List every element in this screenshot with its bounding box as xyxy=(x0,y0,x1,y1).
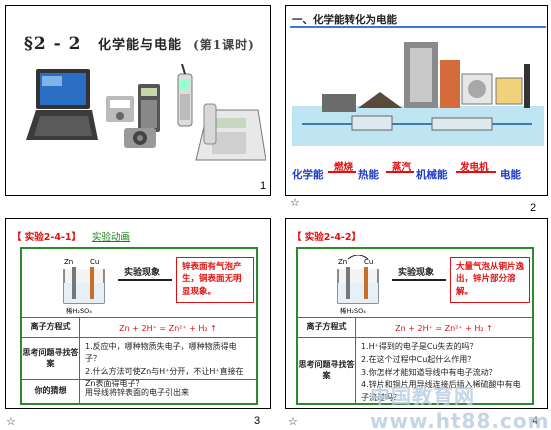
slide-3[interactable]: 【 实验2-4-1】 实验动画 Zn Cu 稀H₂SO₄ 实验现象 锌表面有气泡… xyxy=(5,218,271,428)
star-icon: ☆ xyxy=(288,415,298,428)
table-row: 离子方程式 Zn + 2H⁺ = Zn²⁺ + H₂ ↑ xyxy=(22,317,256,337)
question-item: 1.H⁺得到的电子是Cu失去的吗？ xyxy=(361,342,478,351)
telephone-icon xyxy=(195,103,266,161)
slide-number: 1 xyxy=(260,180,267,192)
ionic-equation: Zn + 2H⁺ = Zn²⁺ + H₂ ↑ xyxy=(119,324,217,333)
flow-node: 化学能 xyxy=(292,169,324,181)
slide-2-heading: 一、化学能转化为电能 xyxy=(292,14,397,26)
observe-label: 实验现象 xyxy=(124,268,161,278)
experiment-title: 【 实验2-4-2】 xyxy=(292,232,362,243)
phenomenon-box: 锌表面有气泡产生，铜表面无明显现象。 xyxy=(176,257,254,303)
phenomenon-box: 大量气泡从铜片逸出，锌片部分溶解。 xyxy=(450,257,530,303)
flow-label: 蒸汽 xyxy=(392,162,412,173)
question-item: 4.锌片和铜片用导线连接后插入稀硫酸中有电子流过吗？ xyxy=(361,380,521,403)
slide-number: 3 xyxy=(254,415,261,427)
radio-icon xyxy=(106,96,134,122)
observe-label: 实验现象 xyxy=(398,268,435,278)
laptop-icon xyxy=(26,69,98,140)
heading-rule xyxy=(290,26,546,28)
table-row: 思考问题寻找答案 1.反应中，哪种物质失电子，哪种物质得电子？ 2.什么方法可使… xyxy=(22,337,256,388)
svg-text:Cu: Cu xyxy=(364,258,373,266)
ionic-equation: Zn + 2H⁺ = Zn²⁺ + H₂ ↑ xyxy=(395,324,493,333)
energy-conversion-flow: 化学能 燃烧 热能 蒸汽 机械能 发电机 电能 xyxy=(290,161,548,183)
hypothesis-text: 用导线将锌表面的电子引出来 xyxy=(85,388,189,397)
flow-node: 机械能 xyxy=(416,169,448,181)
row-label: 思考问题寻找答案 xyxy=(298,338,356,403)
slide-4[interactable]: 【 实验2-4-2】 Zn Cu 稀H₂SO₄ 实验现象 大量气泡从铜片逸出，锌… xyxy=(285,218,548,428)
table-row: 离子方程式 Zn + 2H⁺ = Zn²⁺ + H₂ ↑ xyxy=(298,317,532,337)
power-plant-diagram xyxy=(292,42,544,146)
flow-node: 热能 xyxy=(358,169,379,181)
beaker-apparatus-icon: Zn Cu 稀H₂SO₄ xyxy=(63,258,105,315)
observe-arrow xyxy=(392,279,446,281)
flow-label: 燃烧 xyxy=(334,162,354,173)
question-item: 2.什么方法可使Zn与H⁺分开，不让H⁺直接在Zn表面得电子？ xyxy=(85,366,244,389)
question-item: 1.反应中，哪种物质失电子，哪种物质得电子？ xyxy=(85,342,237,364)
star-icon: ☆ xyxy=(6,415,16,428)
slide-1[interactable]: §2 - 2 化学能与电能 (第1课时) xyxy=(5,5,271,196)
flow-arrow xyxy=(456,171,496,173)
row-label: 思考问题寻找答案 xyxy=(22,338,80,379)
flow-node: 电能 xyxy=(500,169,521,181)
question-item: 2.在这个过程中Cu起什么作用？ xyxy=(361,354,476,364)
svg-text:Zn: Zn xyxy=(64,258,73,266)
flow-arrow xyxy=(386,171,414,173)
question-item: 3.你怎样才能知道导线中有电子流动？ xyxy=(361,367,497,377)
flow-arrow xyxy=(328,171,356,173)
svg-text:Cu: Cu xyxy=(90,258,99,266)
watermark-logo: 中国教育网 www.ht88.com xyxy=(370,384,550,430)
slide-2[interactable]: 一、化学能转化为电能 化学能 燃烧 热能 蒸汽 机械能 发电机 电能 2 xyxy=(285,5,548,214)
svg-text:稀H₂SO₄: 稀H₂SO₄ xyxy=(66,306,92,315)
flow-label: 发电机 xyxy=(460,162,489,173)
experiment-table: Zn Cu 稀H₂SO₄ 实验现象 大量气泡从铜片逸出，锌片部分溶解。 离子方程… xyxy=(296,247,534,405)
beaker-apparatus-icon: Zn Cu 稀H₂SO₄ xyxy=(337,255,379,315)
star-icon: ☆ xyxy=(290,196,300,209)
table-row: 思考问题寻找答案 1.H⁺得到的电子是Cu失去的吗？ 2.在这个过程中Cu起什么… xyxy=(298,337,532,403)
calculator-icon xyxy=(138,84,160,132)
row-label: 离子方程式 xyxy=(22,318,80,337)
table-row: 你的猜想 用导线将锌表面的电子引出来 xyxy=(22,379,256,403)
question-list: 1.H⁺得到的电子是Cu失去的吗？ 2.在这个过程中Cu起什么作用？ 3.你怎样… xyxy=(356,338,532,403)
slide-number: 2 xyxy=(530,202,537,214)
question-list: 1.反应中，哪种物质失电子，哪种物质得电子？ 2.什么方法可使Zn与H⁺分开，不… xyxy=(80,338,256,388)
svg-text:稀H₂SO₄: 稀H₂SO₄ xyxy=(340,306,366,315)
camera-icon xyxy=(124,128,156,148)
experiment-animation-link[interactable]: 实验动画 xyxy=(92,232,131,243)
mobile-phone-icon xyxy=(177,64,193,127)
row-label: 你的猜想 xyxy=(22,380,80,403)
electronic-devices-illustration xyxy=(26,64,266,161)
svg-text:Zn: Zn xyxy=(338,258,347,266)
slide-number: 4 xyxy=(532,415,539,427)
experiment-table: Zn Cu 稀H₂SO₄ 实验现象 锌表面有气泡产生，铜表面无明显现象。 离子方… xyxy=(20,247,258,405)
experiment-title: 【 实验2-4-1】 xyxy=(12,232,82,243)
row-label: 离子方程式 xyxy=(298,318,356,337)
observe-arrow xyxy=(118,279,172,281)
slide-1-title: §2 - 2 化学能与电能 (第1课时) xyxy=(24,34,255,54)
